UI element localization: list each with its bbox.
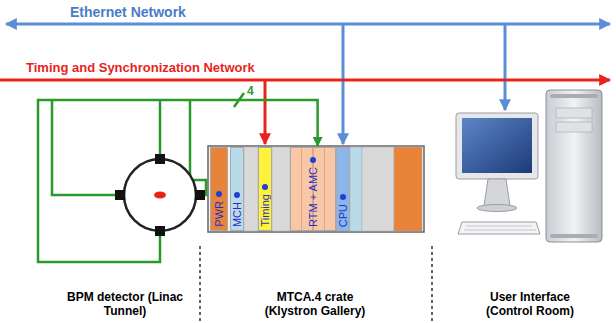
zone-band: PWR MCH Timing RTM + AMC CPU MTCA.4 crate (Kl… (200, 90, 432, 323)
slot-label: CPU (337, 204, 349, 227)
crate-slot: PWR (210, 147, 228, 231)
computer-icon (456, 90, 602, 242)
crate-slot: MCH (230, 147, 244, 231)
slot-label: Timing (259, 194, 271, 227)
marker-dot (310, 157, 316, 163)
line-count: 4 (247, 85, 254, 98)
pickup-wiring (38, 93, 244, 262)
slot-label: MCH (231, 202, 243, 227)
zone-band: BPM detector (Linac Tunnel) (0, 90, 200, 323)
crate-slot: RTM + AMC (290, 147, 336, 231)
crate-slot: CPU (336, 147, 350, 231)
crate (208, 146, 424, 232)
marker-dot (340, 194, 346, 200)
zone-separator (200, 246, 432, 323)
crate-slot: Timing (258, 147, 272, 231)
marker-dot (216, 191, 222, 197)
marker-dot (262, 184, 268, 190)
network-label: Timing and Synchronization Network (26, 60, 255, 76)
network-label: Ethernet Network (70, 4, 186, 21)
zone-caption: User Interface (Control Room) (470, 290, 590, 318)
bpm-detector (115, 154, 205, 236)
slot-label: RTM + AMC (307, 167, 319, 227)
zone-caption: MTCA.4 crate (Klystron Gallery) (250, 290, 380, 318)
slot-label: PWR (213, 201, 225, 227)
zone-caption: BPM detector (Linac Tunnel) (65, 290, 185, 318)
marker-dot (234, 192, 240, 198)
zone-band: User Interface (Control Room) (432, 90, 616, 323)
signal-cable (200, 100, 318, 146)
